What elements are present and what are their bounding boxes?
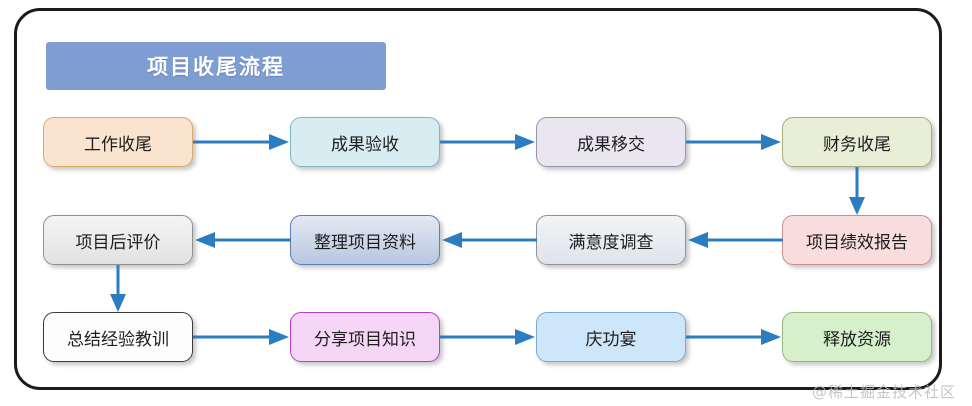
node-label: 工作收尾 xyxy=(84,134,152,155)
node-work-closure[interactable]: 工作收尾 xyxy=(43,117,193,167)
node-label: 释放资源 xyxy=(823,329,891,350)
node-label: 庆功宴 xyxy=(585,329,637,350)
edge-share-to-banquet xyxy=(440,327,537,347)
node-celebration-banquet[interactable]: 庆功宴 xyxy=(536,312,686,362)
node-lessons-learned[interactable]: 总结经验教训 xyxy=(43,312,193,362)
edge-work-to-acceptance xyxy=(193,132,291,152)
node-post-project-evaluation[interactable]: 项目后评价 xyxy=(43,215,193,265)
node-label: 整理项目资料 xyxy=(314,232,416,253)
node-deliverable-acceptance[interactable]: 成果验收 xyxy=(290,117,440,167)
edge-lessons-to-share xyxy=(193,327,291,347)
node-financial-closure[interactable]: 财务收尾 xyxy=(782,117,932,167)
node-label: 成果验收 xyxy=(331,134,399,155)
node-label: 项目绩效报告 xyxy=(806,232,908,253)
node-share-project-knowledge[interactable]: 分享项目知识 xyxy=(290,312,440,362)
edge-survey-to-organize xyxy=(440,230,537,250)
page-title: 项目收尾流程 xyxy=(147,55,285,79)
node-organize-project-documents[interactable]: 整理项目资料 xyxy=(290,215,440,265)
node-satisfaction-survey[interactable]: 满意度调查 xyxy=(536,215,686,265)
edge-banquet-to-release xyxy=(686,327,783,347)
node-project-performance-report[interactable]: 项目绩效报告 xyxy=(782,215,932,265)
node-deliverable-handover[interactable]: 成果移交 xyxy=(536,117,686,167)
edge-evaluation-to-lessons xyxy=(108,265,128,313)
node-label: 成果移交 xyxy=(577,134,645,155)
node-label: 项目后评价 xyxy=(75,232,161,253)
edge-financial-to-performance xyxy=(847,167,867,216)
node-label: 分享项目知识 xyxy=(314,329,416,350)
edge-handover-to-financial xyxy=(686,132,783,152)
edge-performance-to-survey xyxy=(686,230,783,250)
node-label: 财务收尾 xyxy=(823,134,891,155)
node-label: 总结经验教训 xyxy=(67,329,169,350)
edge-acceptance-to-handover xyxy=(440,132,537,152)
diagram-title-banner: 项目收尾流程 xyxy=(46,42,386,90)
watermark: @稀土掘金技术社区 xyxy=(811,383,956,401)
node-release-resources[interactable]: 释放资源 xyxy=(782,312,932,362)
edge-organize-to-evaluation xyxy=(193,230,291,250)
node-label: 满意度调查 xyxy=(568,232,654,253)
